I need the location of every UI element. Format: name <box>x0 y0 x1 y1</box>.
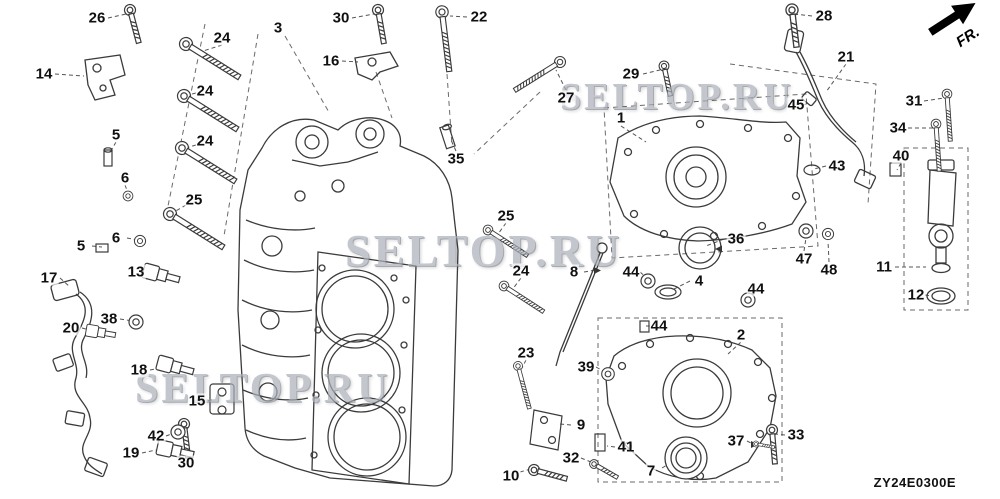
bolt-24-b <box>174 86 242 136</box>
washer-48 <box>821 227 835 241</box>
oring-44-a <box>640 273 656 289</box>
leader-lines <box>54 13 945 473</box>
diagram-code: ZY24E0300E <box>873 475 956 490</box>
washer-39 <box>601 367 615 381</box>
bolt-32 <box>587 457 621 482</box>
bolt-33 <box>765 423 782 465</box>
bolt-29 <box>657 59 676 98</box>
fr-direction-indicator: FR. <box>917 0 1000 64</box>
pump-body-drawing <box>926 159 957 305</box>
washers-drawing <box>122 190 835 440</box>
lower-cover-drawing <box>605 333 777 481</box>
oring-44-b <box>740 292 756 308</box>
bracket-16-drawing <box>354 51 399 81</box>
bolt-22 <box>434 4 456 73</box>
small-fittings-drawing <box>95 123 902 452</box>
sensor-13 <box>140 262 182 288</box>
dipstick-drawing <box>555 242 608 367</box>
bolt-24-d <box>496 278 547 317</box>
sensor-18 <box>154 354 196 380</box>
bolt-27 <box>511 53 569 96</box>
bolt-26 <box>122 2 145 45</box>
wire-harness-drawing <box>50 278 108 478</box>
washer-42 <box>170 424 186 440</box>
dashed-frame-lines <box>167 23 969 483</box>
bracket-14-drawing <box>84 54 126 101</box>
bolt-24-c <box>172 138 240 188</box>
cylinder-block-drawing <box>237 117 459 487</box>
fr-arrow-icon <box>928 2 976 36</box>
bolt-23 <box>512 360 535 411</box>
washer-6a <box>122 190 134 202</box>
leader-arrowheads <box>594 245 758 448</box>
bolt-30-top <box>371 3 390 46</box>
washer-38 <box>128 314 144 330</box>
bolt-31 <box>941 88 956 142</box>
sensor-cable-drawing <box>783 28 877 190</box>
bolt-10 <box>526 462 569 485</box>
washer-6b <box>133 234 147 248</box>
sensor-20 <box>84 323 117 342</box>
bolt-28 <box>784 2 804 49</box>
bolts-drawing <box>122 2 956 485</box>
side-cover-drawing <box>609 115 807 270</box>
bolt-34 <box>930 118 945 172</box>
bolt-25-b <box>480 222 531 261</box>
washer-47 <box>798 223 814 239</box>
bolt-25-a <box>160 204 228 254</box>
bolt-24-a <box>176 34 244 84</box>
